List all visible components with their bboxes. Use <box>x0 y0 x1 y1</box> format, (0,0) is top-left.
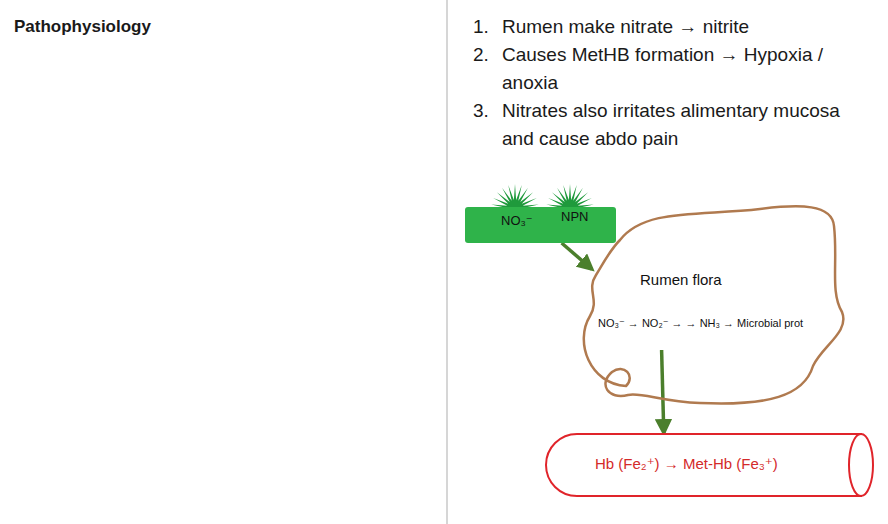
column-divider <box>446 0 448 524</box>
vessel-wall <box>546 434 861 496</box>
forage-box: NO₃⁻ NPN <box>465 207 616 243</box>
blood-vessel: Hb (Fe₂⁺) → Met-Hb (Fe₃⁺) <box>545 433 875 497</box>
grass-spikes <box>491 184 594 208</box>
node-subtext: NO₃⁻ → NO₂⁻ → → NH₃ → Microbial prot <box>598 317 803 330</box>
rumen-blob: Rumen floraNO₃⁻ → NO₂⁻ → → NH₃ → Microbi… <box>592 255 832 350</box>
rumen-outline <box>592 255 832 350</box>
flow-arrow <box>562 243 592 269</box>
grass-burst <box>546 184 594 208</box>
list-item: Causes MetHB formation → Hypoxia / anoxi… <box>502 41 864 97</box>
node-text: Rumen flora <box>640 271 722 289</box>
vessel-opening <box>849 434 873 496</box>
grass-burst <box>491 184 539 208</box>
list-number: 3. <box>473 97 497 125</box>
node-text: Hb (Fe₂⁺) → Met-Hb (Fe₃⁺) <box>595 455 778 473</box>
section-heading: Pathophysiology <box>14 13 314 41</box>
rumen-outline <box>584 206 844 403</box>
node-subtext: NPN <box>561 209 588 225</box>
flow-arrow <box>662 350 664 433</box>
list-item: Rumen make nitrate → nitrite <box>502 13 864 41</box>
node-text: NO₃⁻ <box>501 213 533 229</box>
list-item: Nitrates also irritates alimentary mucos… <box>502 97 864 153</box>
list-number: 2. <box>473 41 497 69</box>
list-number: 1. <box>473 13 497 41</box>
